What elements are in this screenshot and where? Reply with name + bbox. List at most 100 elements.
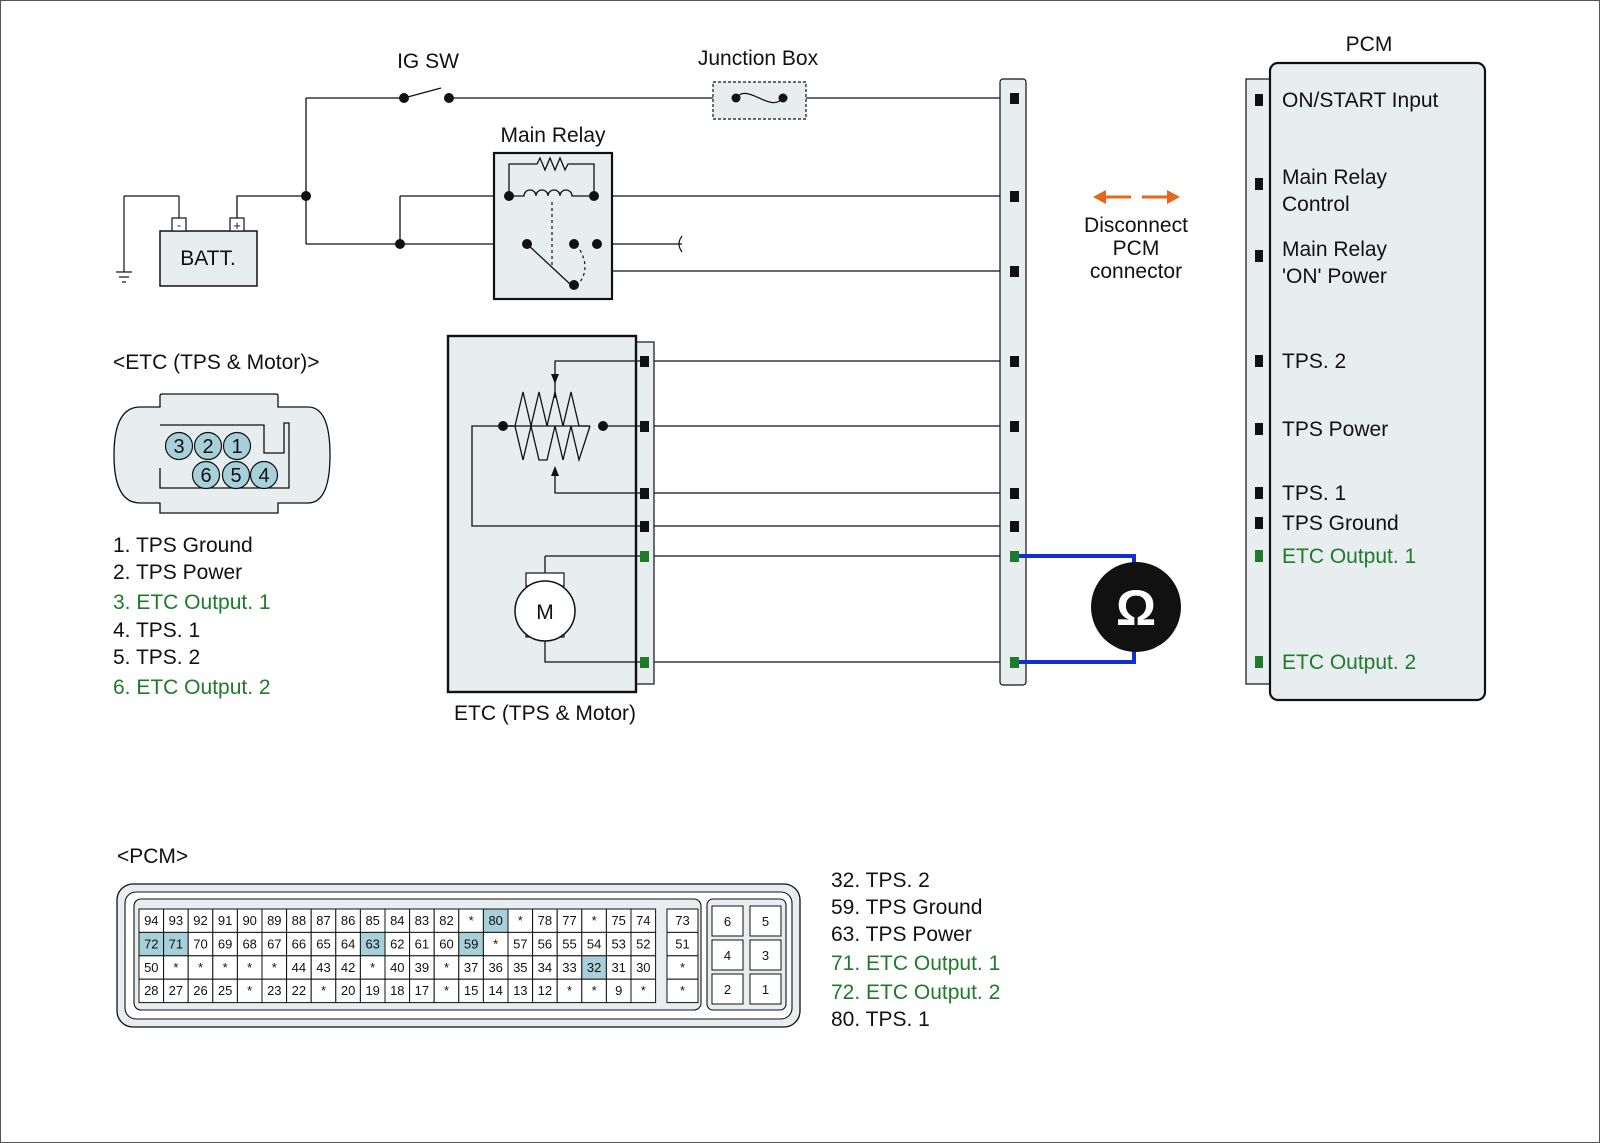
- etc-legend-item: 3. ETC Output. 1: [113, 591, 271, 614]
- junction-box-label: Junction Box: [698, 47, 819, 70]
- pcm-pin-number: *: [198, 960, 203, 975]
- pcm-pin-number: 28: [144, 983, 158, 998]
- pcm-pin-label: 'ON' Power: [1282, 265, 1387, 288]
- etc-pin-number: 6: [200, 465, 211, 487]
- etc-pin-number: 5: [230, 465, 241, 487]
- pcm-pin-number: 72: [144, 936, 158, 951]
- pcm-pin-number: 44: [292, 960, 306, 975]
- pcm-pin-cell: [711, 973, 744, 1005]
- pcm-pin-label: ETC Output. 2: [1282, 651, 1416, 674]
- disconnect-label-line: connector: [1090, 260, 1182, 283]
- pcm-pin-number: 74: [636, 913, 650, 928]
- pcm-pin-number: *: [444, 960, 449, 975]
- etc-component-label: ETC (TPS & Motor): [454, 702, 636, 725]
- disconnect-label: Disconnect PCM connector: [1084, 214, 1188, 283]
- pcm-legend-item: 59. TPS Ground: [831, 896, 982, 919]
- pcm-pin-number: 20: [341, 983, 355, 998]
- pcm-legend-item: 80. TPS. 1: [831, 1008, 930, 1031]
- pcm-pin-number: 2: [724, 982, 731, 997]
- etc-legend-item: 1. TPS Ground: [113, 534, 253, 557]
- pcm-pin-number: 70: [193, 936, 207, 951]
- pcm-pin-number: *: [223, 960, 228, 975]
- pcm-connector-title: <PCM>: [117, 845, 188, 868]
- top-wires: [236, 97, 1010, 272]
- pcm-pin-terminal: [1255, 656, 1263, 668]
- etc-connector-title: <ETC (TPS & Motor)>: [113, 351, 320, 374]
- pcm-pin-number: 36: [488, 960, 502, 975]
- pcm-pin-number: 15: [464, 983, 478, 998]
- pcm-pin-cell: [749, 905, 782, 937]
- pcm-pin-number: *: [641, 983, 646, 998]
- etc-pin: [193, 431, 223, 461]
- etc-legend-item: 5. TPS. 2: [113, 646, 200, 669]
- motor-label: M: [536, 601, 554, 624]
- etc-pin-number: 4: [258, 465, 269, 487]
- pcm-pin-number: 86: [341, 913, 355, 928]
- etc-connector-face: [113, 393, 331, 514]
- pcm-pin-number: 71: [169, 936, 183, 951]
- etc-pin-number: 1: [231, 436, 242, 458]
- pcm-pin-terminal: [1255, 517, 1263, 529]
- pcm-pin-number: 84: [390, 913, 404, 928]
- pcm-legend-item: 72. ETC Output. 2: [831, 981, 1000, 1004]
- pcm-legend-item: 71. ETC Output. 1: [831, 952, 1000, 975]
- pcm-pin-label: Control: [1282, 193, 1350, 216]
- pcm-pin-number: 63: [365, 936, 379, 951]
- pcm-pin-number: *: [493, 936, 498, 951]
- pcm-pin-number: 27: [169, 983, 183, 998]
- etc-legend-item: 4. TPS. 1: [113, 619, 200, 642]
- pcm-pin-label: Main Relay: [1282, 238, 1388, 261]
- pcm-pin-number: 62: [390, 936, 404, 951]
- pcm-pin-number: 66: [292, 936, 306, 951]
- pcm-pin-number: 1: [762, 982, 769, 997]
- etc-legend-item: 6. ETC Output. 2: [113, 676, 271, 699]
- pcm-pin-number: 12: [538, 983, 552, 998]
- pcm-pin-number: 80: [488, 913, 502, 928]
- pcm-pin-number: *: [247, 983, 252, 998]
- main-relay: Main Relay: [492, 124, 614, 301]
- pcm-pin-number: 73: [675, 913, 689, 928]
- wire-break-mark: [678, 235, 683, 253]
- pcm-pin-number: 18: [390, 983, 404, 998]
- pcm-pin-label: ETC Output. 1: [1282, 545, 1416, 568]
- pcm-pin-number: 88: [292, 913, 306, 928]
- pcm-pin-terminal: [1255, 487, 1263, 499]
- pcm-pin-number: *: [680, 983, 685, 998]
- pcm-pin-number: 61: [415, 936, 429, 951]
- pcm-pin-label: TPS. 2: [1282, 350, 1346, 373]
- pcm-pin-number: 30: [636, 960, 650, 975]
- battery-label: BATT.: [180, 247, 236, 270]
- etc-wires: [654, 360, 1010, 663]
- pcm-pin-number: 25: [218, 983, 232, 998]
- etc-pin: [191, 460, 221, 490]
- pcm-pin-number: *: [370, 960, 375, 975]
- pcm-pin-number: 22: [292, 983, 306, 998]
- pcm-box: PCM: [1245, 33, 1487, 702]
- pcm-pin-number: 59: [464, 936, 478, 951]
- pcm-pin-number: 65: [316, 936, 330, 951]
- harness-connector: [999, 78, 1027, 686]
- pcm-pin-number: 50: [144, 960, 158, 975]
- pcm-pin-number: 60: [439, 936, 453, 951]
- etc-pin: [221, 460, 251, 490]
- main-relay-label: Main Relay: [500, 124, 606, 147]
- pcm-pin-number: 68: [242, 936, 256, 951]
- pcm-pin-number: 93: [169, 913, 183, 928]
- pcm-pin-cell: [749, 939, 782, 971]
- pcm-pin-number: 64: [341, 936, 355, 951]
- pcm-pin-label: TPS Power: [1282, 418, 1388, 441]
- pcm-pin-number: *: [592, 913, 597, 928]
- pcm-pin-label: TPS. 1: [1282, 482, 1346, 505]
- pcm-pin-number: 39: [415, 960, 429, 975]
- pcm-pin-number: 77: [562, 913, 576, 928]
- pcm-pin-number: 23: [267, 983, 281, 998]
- pcm-pin-number: 92: [193, 913, 207, 928]
- pcm-pin-number: 55: [562, 936, 576, 951]
- pcm-pin-number: 19: [365, 983, 379, 998]
- pcm-pin-number: 57: [513, 936, 527, 951]
- battery-minus-label: -: [177, 218, 181, 232]
- pcm-pin-cell: [666, 978, 699, 1004]
- battery-plus-label: +: [233, 218, 241, 233]
